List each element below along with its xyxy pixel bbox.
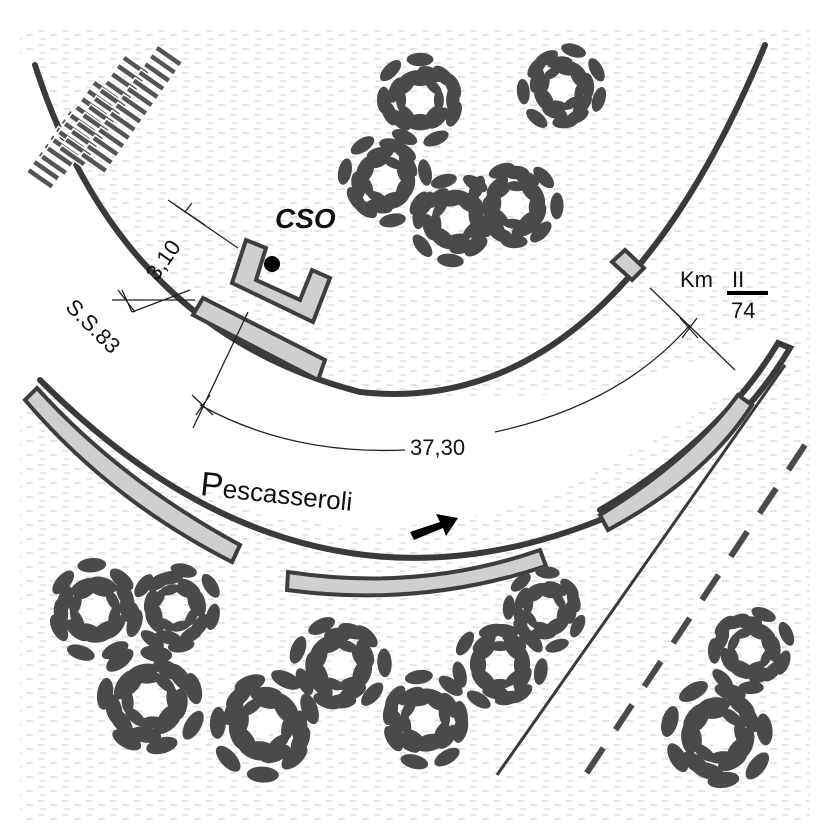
tree-icon [502, 566, 586, 653]
direction-label-initial: P [199, 465, 226, 505]
roadway [20, 55, 785, 527]
curb-left [22, 385, 243, 565]
tree-icon [96, 645, 204, 755]
cso-building [229, 237, 333, 325]
tree-icon [49, 557, 143, 661]
tree-icon [126, 563, 220, 653]
road-edge-inner [32, 42, 768, 397]
dim-line-roadname [112, 289, 195, 313]
curb-small-right [609, 247, 647, 283]
cso-label: CSO [275, 203, 336, 234]
tree-icon [377, 52, 462, 147]
tree-icon [382, 669, 469, 770]
curb-middle [284, 547, 549, 598]
dim-extension-left [191, 311, 249, 429]
tree-icon [209, 669, 319, 783]
dim-line-large [199, 324, 691, 452]
tree-icon [516, 43, 607, 129]
curb-right [597, 392, 755, 533]
arrow-right-icon [410, 514, 458, 540]
tree-icon [707, 606, 795, 695]
road-centerline-dashed [579, 443, 808, 782]
trees-group [49, 43, 795, 789]
tree-icon [337, 136, 433, 228]
tree-icon [289, 617, 392, 710]
km-numerator-label: II [732, 267, 744, 292]
road-edge-straight [495, 364, 787, 776]
km-prefix-label: Km [680, 267, 713, 292]
tree-icon [661, 680, 773, 789]
crop-field [25, 43, 184, 191]
km-denominator-label: 74 [731, 298, 755, 323]
dim-label-large: 37,30 [410, 435, 465, 460]
tree-icon [468, 162, 564, 249]
dim-tick-small [167, 199, 206, 226]
curb-upper-left [190, 295, 328, 383]
dim-extension-right [649, 287, 736, 371]
cso-marker-dot [264, 256, 280, 272]
